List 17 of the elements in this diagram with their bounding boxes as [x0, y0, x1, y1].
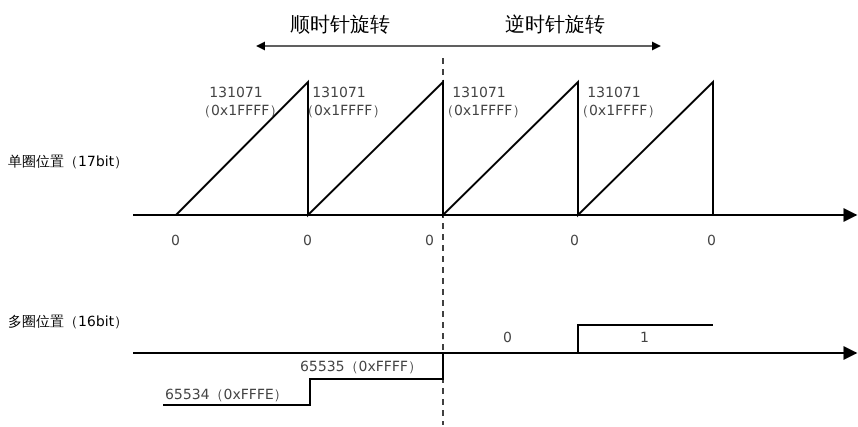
tick-label: 0 [707, 232, 716, 250]
tick-label: 0 [570, 232, 579, 250]
value-label: 131071 （0x1FFFF） [440, 84, 518, 120]
value-label: 65535（0xFFFF） [300, 358, 422, 376]
value-label: 0 [503, 329, 512, 347]
direction-label: 顺时针旋转 [290, 12, 390, 36]
value-label: 1 [640, 329, 649, 347]
value-label: 65534（0xFFFE） [165, 386, 288, 404]
value-label: 131071 （0x1FFFF） [300, 84, 378, 120]
axis-label: 单圈位置（17bit） [8, 153, 128, 171]
value-label: 131071 （0x1FFFF） [197, 84, 275, 120]
value-label: 131071 （0x1FFFF） [575, 84, 653, 120]
tick-label: 0 [171, 232, 180, 250]
axis-label: 多圈位置（16bit） [8, 313, 128, 331]
tick-label: 0 [303, 232, 312, 250]
direction-label: 逆时针旋转 [505, 12, 605, 36]
tick-label: 0 [425, 232, 434, 250]
